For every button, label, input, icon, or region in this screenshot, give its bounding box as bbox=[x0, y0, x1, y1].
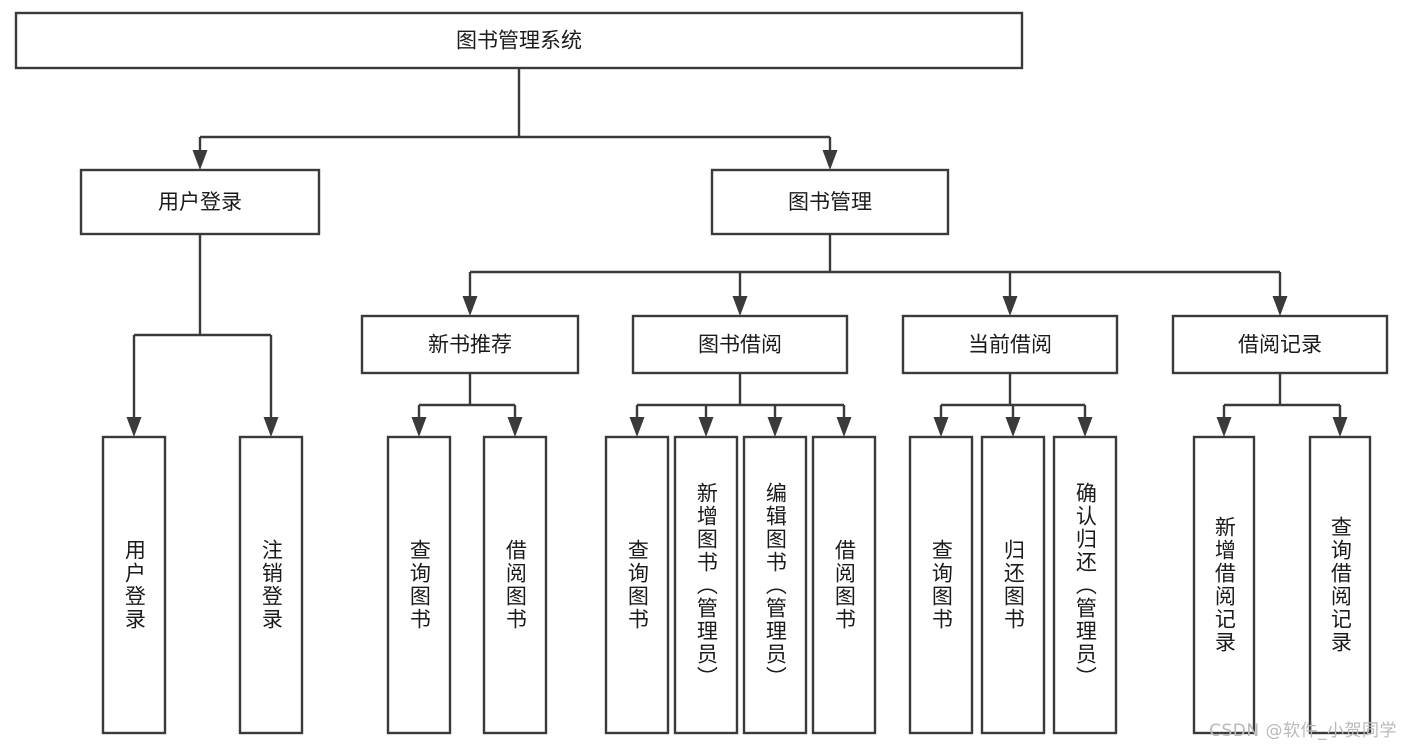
node-label-root: 图书管理系统 bbox=[456, 29, 582, 53]
node-box-l3_5[interactable] bbox=[673, 435, 739, 735]
node-box-l3_12[interactable] bbox=[1308, 435, 1372, 735]
edge-arrowhead bbox=[1332, 417, 1348, 437]
edge-arrowhead bbox=[1002, 296, 1018, 316]
node-label-l2_1: 图书借阅 bbox=[698, 333, 782, 357]
node-box-l3_4[interactable] bbox=[604, 435, 670, 735]
edge-arrowhead bbox=[1216, 417, 1232, 437]
edge-arrowhead bbox=[263, 417, 279, 437]
node-box-l3_3[interactable] bbox=[482, 435, 548, 735]
edges-layer bbox=[126, 68, 1348, 437]
node-box-l3_0[interactable] bbox=[101, 435, 167, 735]
edge-arrowhead bbox=[1077, 417, 1093, 437]
edge-arrowhead bbox=[732, 296, 748, 316]
node-box-l3_6[interactable] bbox=[742, 435, 808, 735]
node-box-l3_8[interactable] bbox=[908, 435, 974, 735]
edge-arrowhead bbox=[767, 417, 783, 437]
edge-arrowhead bbox=[933, 417, 949, 437]
node-box-l3_1[interactable] bbox=[238, 435, 304, 735]
node-label-l1_1: 图书管理 bbox=[788, 190, 872, 214]
node-box-l3_2[interactable] bbox=[386, 435, 452, 735]
node-label-l2_2: 当前借阅 bbox=[968, 333, 1052, 357]
edge-arrowhead bbox=[629, 417, 645, 437]
edge-arrowhead bbox=[836, 417, 852, 437]
edge-arrowhead bbox=[126, 417, 142, 437]
edge-arrowhead bbox=[1005, 417, 1021, 437]
node-box-l1_0[interactable] bbox=[79, 168, 321, 236]
node-box-l2_3[interactable] bbox=[1171, 314, 1389, 375]
edge-arrowhead bbox=[462, 296, 478, 316]
edge-arrowhead bbox=[698, 417, 714, 437]
boxes-layer bbox=[14, 11, 1389, 735]
node-box-l3_11[interactable] bbox=[1192, 435, 1256, 735]
node-box-l3_10[interactable] bbox=[1052, 435, 1118, 735]
node-box-l1_1[interactable] bbox=[710, 168, 950, 236]
edge-arrowhead bbox=[822, 150, 838, 170]
node-label-l2_0: 新书推荐 bbox=[428, 333, 512, 357]
node-box-root[interactable] bbox=[14, 11, 1024, 70]
edge-arrowhead bbox=[411, 417, 427, 437]
node-label-l1_0: 用户登录 bbox=[158, 190, 242, 214]
edge-arrowhead bbox=[192, 150, 208, 170]
node-box-l3_9[interactable] bbox=[980, 435, 1046, 735]
edge-arrowhead bbox=[507, 417, 523, 437]
csdn-watermark: CSDN @软件_小贺同学 bbox=[1209, 721, 1397, 741]
node-box-l3_7[interactable] bbox=[811, 435, 877, 735]
node-label-l2_3: 借阅记录 bbox=[1238, 333, 1322, 357]
edge-arrowhead bbox=[1272, 296, 1288, 316]
node-box-l2_2[interactable] bbox=[901, 314, 1119, 375]
node-box-l2_1[interactable] bbox=[631, 314, 849, 375]
node-box-l2_0[interactable] bbox=[360, 314, 580, 375]
